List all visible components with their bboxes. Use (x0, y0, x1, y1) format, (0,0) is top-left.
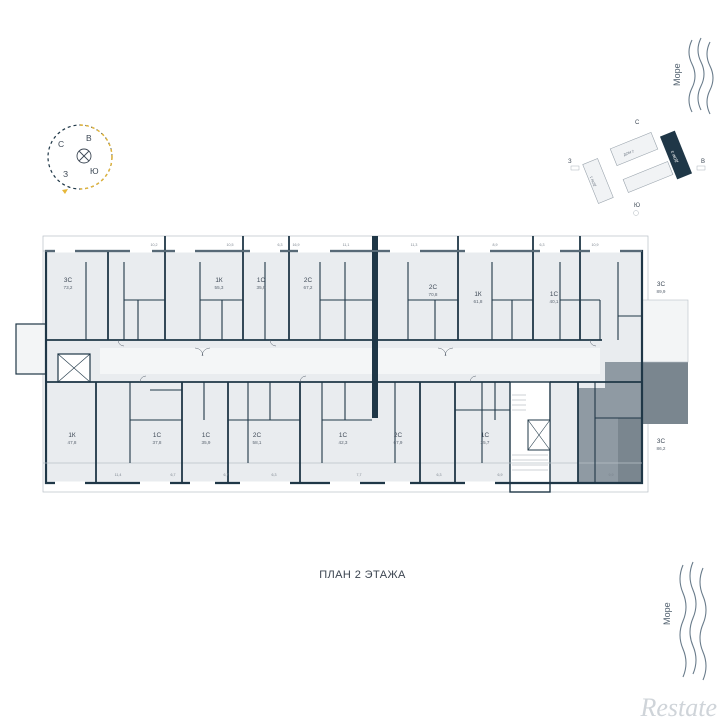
highlight-room (618, 418, 642, 483)
apartment-area: 89,9 (657, 289, 666, 294)
dimension-label: 8,9 (493, 243, 498, 247)
highlight-balcony (642, 362, 688, 424)
dimension-label: 11,3 (411, 243, 418, 247)
apartment-area: 35,9 (257, 285, 266, 290)
compass-east: В (86, 133, 92, 143)
dimension-label: 6,9 (498, 473, 503, 477)
site-plan-north: С (635, 120, 640, 126)
apartment-labels-top: 3С 73,2 1К 55,3 1С 35,9 2С 67,2 2С 70,8 … (64, 277, 666, 304)
apartment-type: 3С (64, 277, 73, 284)
brand-watermark: Restate (640, 693, 717, 722)
dimension-label: 6,3 (540, 243, 545, 247)
dimension-label: 11,1 (343, 243, 350, 247)
compass-west: З (63, 169, 68, 179)
compass-south: Ю (90, 166, 99, 176)
apartment-area: 67,2 (304, 285, 313, 290)
apartment-type: 1С (550, 291, 559, 298)
apartment-area: 67,9 (394, 440, 403, 445)
apartment-area: 35,9 (202, 440, 211, 445)
apartment-type: 1К (68, 432, 76, 439)
apartment-type: 2С (394, 432, 403, 439)
plan-title: ПЛАН 2 ЭТАЖА (319, 569, 406, 581)
dimension-label: 11,4 (115, 473, 122, 477)
apartment-labels-bottom: 1К 47,8 1С 37,8 1С 35,9 2С 58,1 1С 42,3 … (68, 432, 666, 451)
compass-north: С (58, 139, 64, 149)
dimension-label: 6,3 (272, 473, 277, 477)
left-stair-block (15, 323, 47, 375)
apartment-area: 47,8 (68, 440, 77, 445)
corridor (100, 348, 600, 374)
site-plan: С З В Ю ДОМ 3 ДОМ 2 ДОМ 1 (568, 120, 706, 216)
dimension-label: 6,7 (171, 473, 176, 477)
site-plan-east: В (701, 159, 705, 165)
floor-plan (15, 235, 689, 493)
apartment-type: 1К (474, 291, 482, 298)
apartment-area: 70,8 (429, 292, 438, 297)
apartment-area: 73,2 (64, 285, 73, 290)
dimension-label: 9,9 (609, 473, 614, 477)
apartment-area: 58,1 (253, 440, 262, 445)
apartment-type: 1С (339, 432, 348, 439)
dimension-label: 7,7 (357, 473, 362, 477)
dimension-label: 6,3 (437, 473, 442, 477)
dimension-label: 6,3 (278, 243, 283, 247)
apartment-area: 37,8 (153, 440, 162, 445)
apartment-area: 61,8 (474, 299, 483, 304)
apartment-type: 1К (215, 277, 223, 284)
site-plan-west: З (568, 159, 572, 165)
apartment-type: 3С (657, 438, 666, 445)
apartment-type: 2С (253, 432, 262, 439)
apartment-area: 86,2 (657, 446, 666, 451)
apartment-area: 42,3 (339, 440, 348, 445)
balcony-dims-bottom: 11,4 6,7 6,7 6,3 7,7 6,3 6,9 9,9 (115, 473, 614, 477)
sea-waves-top (688, 37, 714, 115)
site-plan-highlight-label: ДОМ 3 (669, 149, 679, 163)
apartment-area: 35,7 (481, 440, 490, 445)
dimension-label: 16,9 (293, 243, 300, 247)
apartment-type: 1С (481, 432, 490, 439)
dimension-label: 10,9 (592, 243, 599, 247)
apartment-area: 55,3 (215, 285, 224, 290)
apartment-type: 2С (304, 277, 313, 284)
apartment-type: 2С (429, 284, 438, 291)
site-plan-building-label: ДОМ 2 (623, 149, 635, 157)
highlight-corridor (605, 362, 642, 390)
site-plan-south: Ю (634, 203, 640, 209)
balcony-dims-top: 10,2 10,5 6,3 16,9 11,1 11,3 8,9 6,3 10,… (151, 243, 599, 247)
apartment-type: 1С (202, 432, 211, 439)
sea-waves-bottom (679, 561, 707, 681)
dimension-label: 10,5 (227, 243, 234, 247)
apartment-type: 1С (153, 432, 162, 439)
apartment-type: 1С (257, 277, 266, 284)
sea-label-top: Море (672, 63, 682, 86)
dimension-label: 10,2 (151, 243, 158, 247)
dimension-label: 6,7 (224, 473, 229, 477)
compass: С В Ю З (47, 124, 113, 194)
site-plan-building-label: ДОМ 1 (589, 175, 597, 187)
apartment-type: 3С (657, 281, 666, 288)
site-plan-highlight-building (659, 130, 693, 180)
apartment-area: 40,1 (550, 299, 559, 304)
sea-label-bottom: Море (662, 602, 672, 625)
